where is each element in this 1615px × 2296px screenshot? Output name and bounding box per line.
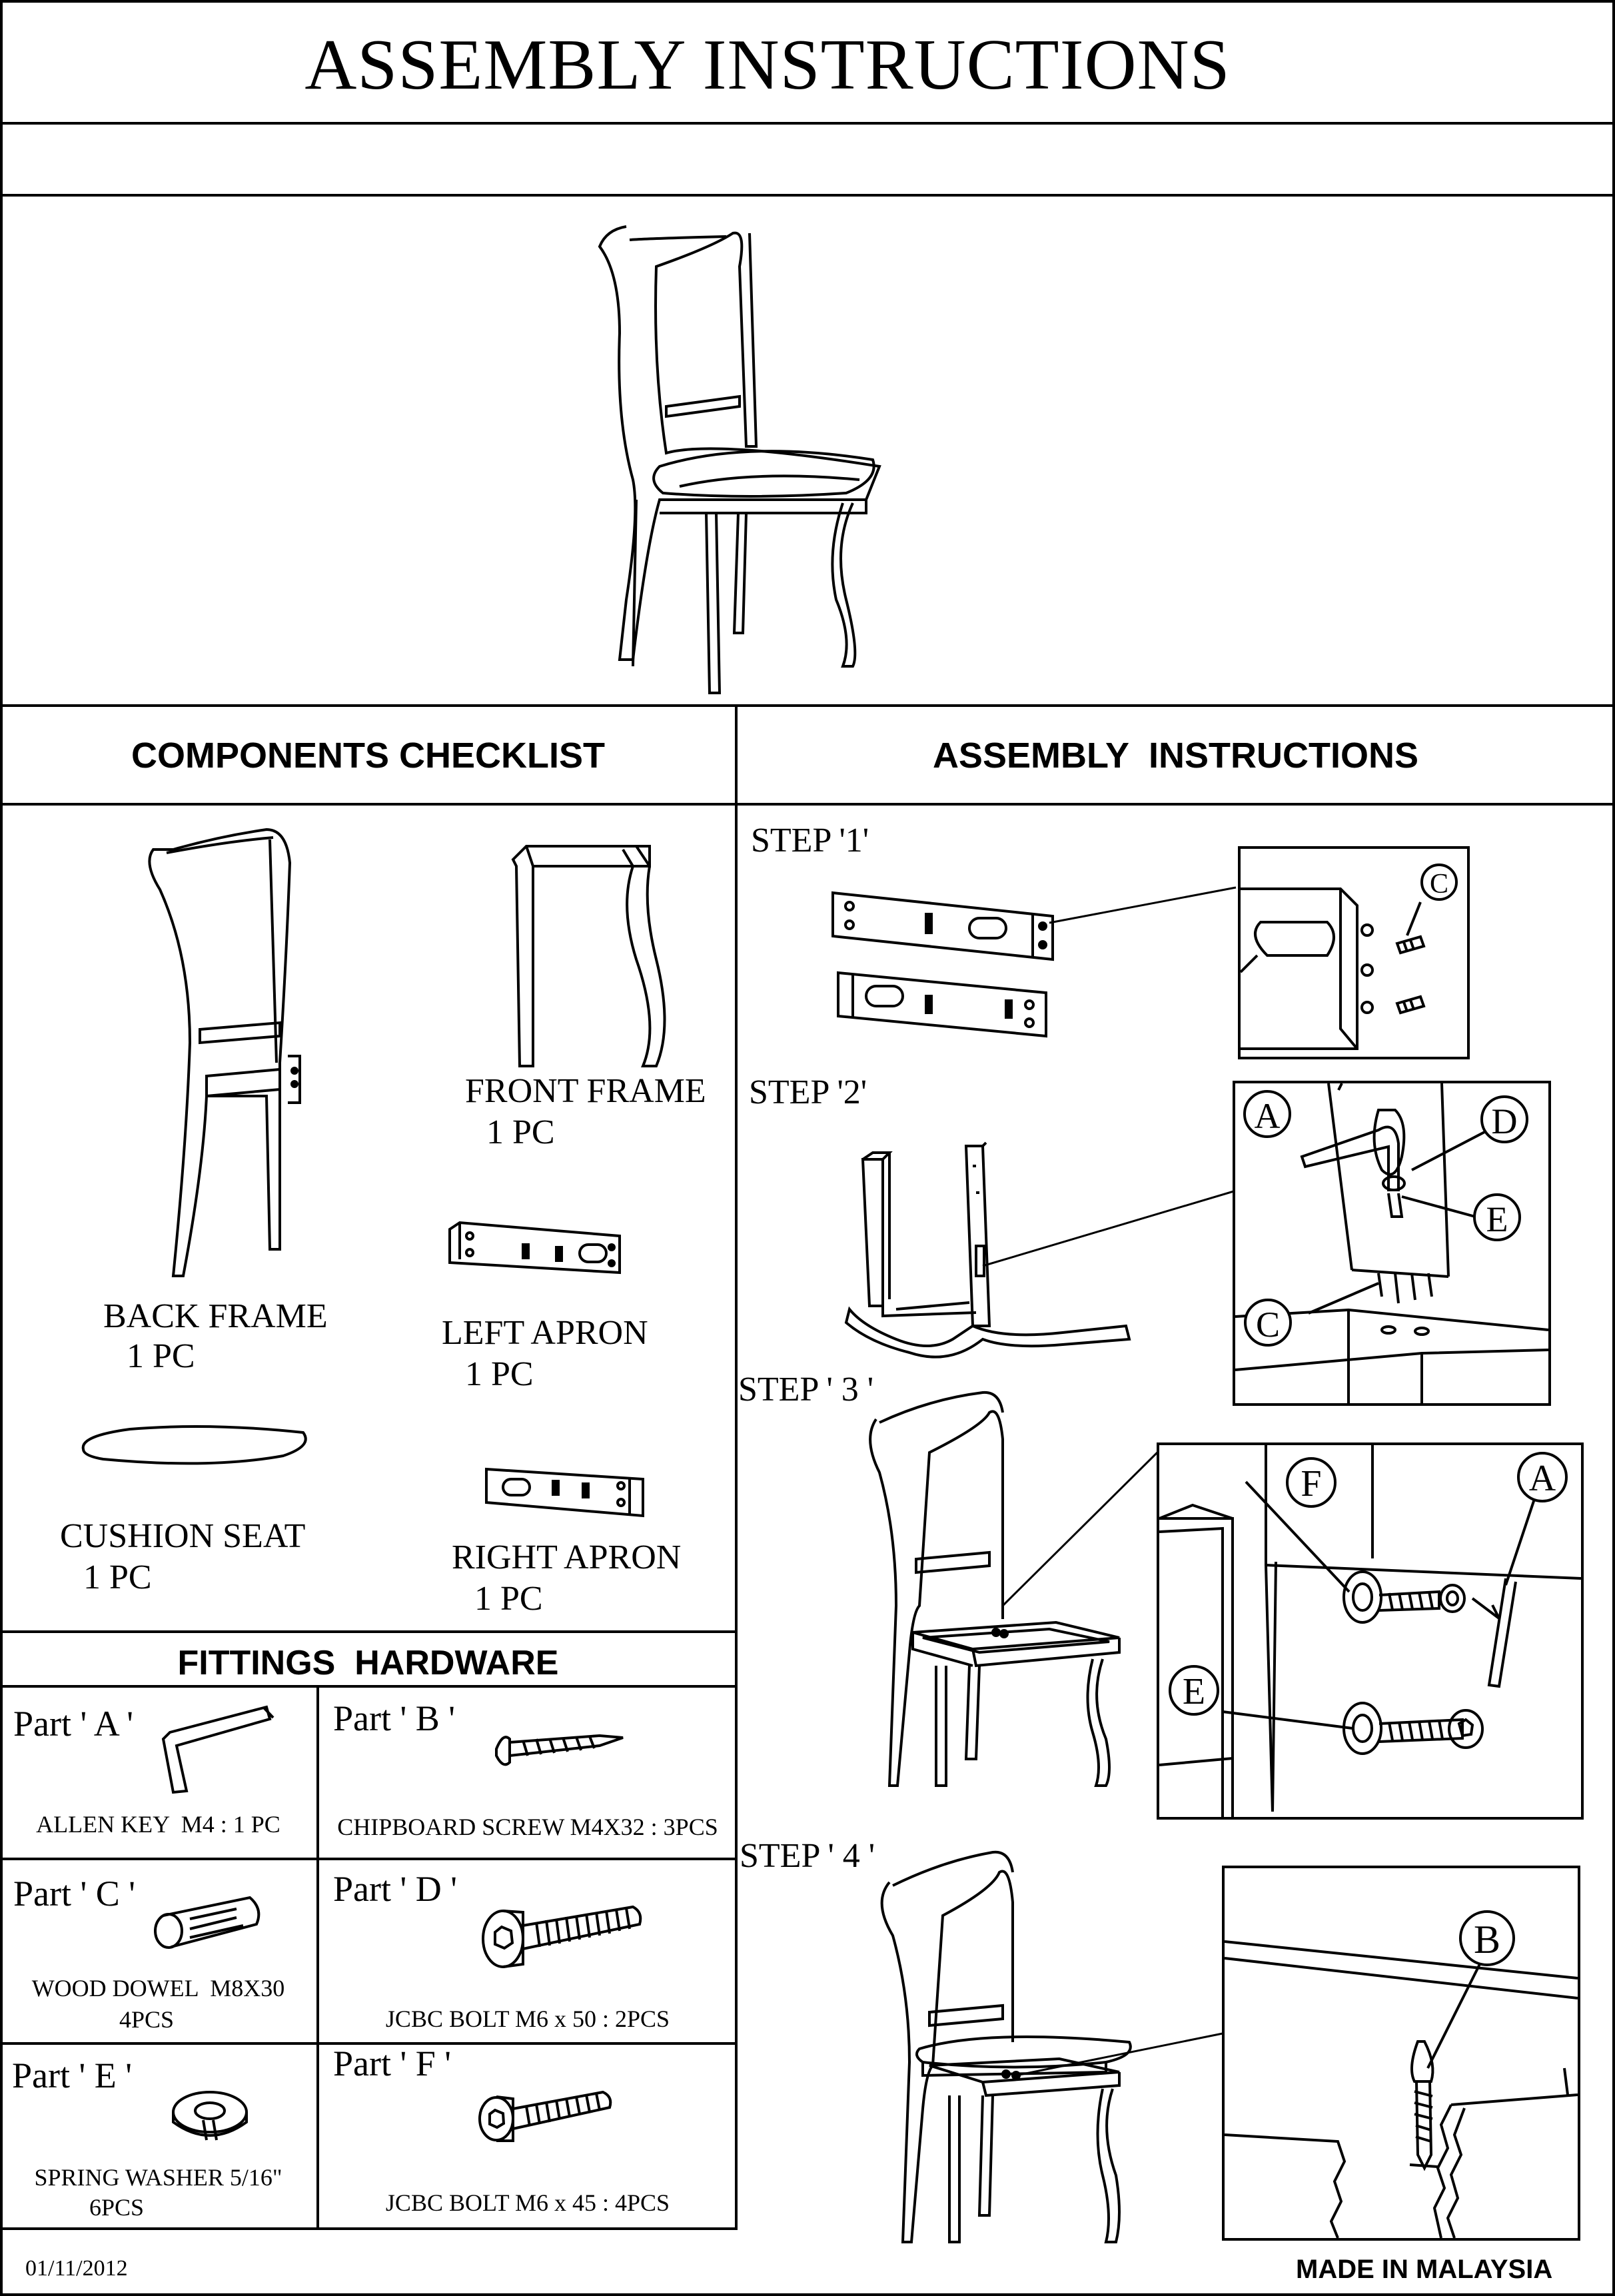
step-1-detail-box: C	[1238, 846, 1470, 1059]
part-c-desc: WOOD DOWEL M8X30	[31, 1975, 285, 2002]
step-2-callout-d: D	[1480, 1095, 1528, 1143]
right-apron-name: RIGHT APRON	[452, 1538, 682, 1576]
step-3-callout-e: E	[1169, 1665, 1219, 1716]
wood-dowel-icon	[150, 1892, 267, 1952]
step-3-callout-f: F	[1286, 1457, 1337, 1508]
rule-blank	[0, 194, 1615, 197]
footer-origin: MADE IN MALAYSIA	[1296, 2255, 1553, 2284]
step-2-callout-e: E	[1473, 1193, 1521, 1241]
right-apron-illustration	[483, 1462, 650, 1522]
part-b-desc: CHIPBOARD SCREW M4X32 : 3PCS	[337, 1814, 718, 1840]
step-2-label: STEP '2'	[749, 1073, 867, 1111]
right-apron-qty: 1 PC	[474, 1580, 543, 1618]
part-c-label: Part ' C '	[13, 1874, 135, 1914]
rule-section-heads	[0, 803, 1615, 806]
step-4-detail-box: B	[1222, 1866, 1580, 2241]
part-d-label: Part ' D '	[333, 1869, 457, 1909]
step-4-label: STEP ' 4 '	[740, 1837, 875, 1875]
rule-hardware-row2	[0, 2042, 736, 2045]
spring-washer-icon	[167, 2085, 253, 2145]
step-3-label: STEP ' 3 '	[738, 1371, 874, 1409]
rule-hardware-bottom	[0, 2227, 736, 2230]
components-heading: COMPONENTS CHECKLIST	[131, 736, 606, 776]
jcbc-bolt-d-icon	[476, 1892, 650, 1972]
step-1-label: STEP '1'	[751, 822, 869, 860]
column-divider	[735, 704, 738, 2230]
instructions-heading: ASSEMBLY INSTRUCTIONS	[932, 736, 1419, 776]
step-2-bolt-detail	[1235, 1083, 1548, 1403]
front-frame-illustration	[506, 840, 693, 1073]
rule-hero	[0, 704, 1615, 707]
rule-hardware-head	[0, 1685, 736, 1688]
cushion-seat-qty: 1 PC	[83, 1558, 152, 1596]
jcbc-bolt-f-icon	[473, 2082, 616, 2149]
step-3-chair-illustration	[856, 1386, 1136, 1799]
part-f-label: Part ' F '	[333, 2043, 451, 2083]
left-apron-qty: 1 PC	[465, 1355, 534, 1393]
step-3-leader-line	[1003, 1449, 1159, 1609]
step-1-aprons-illustration	[826, 886, 1073, 1059]
frame-right	[1612, 0, 1615, 2296]
part-b-label: Part ' B '	[333, 1698, 455, 1738]
step-3-detail-box: F A E	[1157, 1442, 1584, 1820]
part-f-desc: JCBC BOLT M6 x 45 : 4PCS	[385, 2189, 670, 2216]
step-1-leader-line	[1049, 886, 1236, 926]
cushion-seat-illustration	[77, 1419, 316, 1472]
part-e-qty: 6PCS	[89, 2194, 145, 2221]
step-1-callout-c: C	[1420, 863, 1458, 901]
footer-date: 01/11/2012	[25, 2256, 128, 2281]
step-3-bolt-detail	[1159, 1445, 1581, 1817]
step-2-detail-box: A D E C	[1233, 1081, 1551, 1406]
part-e-desc: SPRING WASHER 5/16"	[34, 2164, 282, 2191]
back-frame-illustration	[140, 823, 313, 1289]
frame-top	[0, 0, 1615, 3]
step-4-chair-illustration	[866, 1842, 1146, 2255]
step-4-leader-line	[1016, 2032, 1223, 2079]
left-apron-illustration	[446, 1219, 626, 1279]
rule-hardware-top	[0, 1630, 736, 1633]
allen-key-icon	[157, 1699, 276, 1799]
step-4-callout-b: B	[1459, 1910, 1515, 1966]
step-3-callout-a: A	[1517, 1452, 1568, 1502]
chipboard-screw-icon	[493, 1726, 626, 1772]
cushion-seat-name: CUSHION SEAT	[60, 1517, 306, 1555]
step-4-screw-detail	[1225, 1868, 1578, 2238]
part-a-label: Part ' A '	[13, 1704, 133, 1744]
part-e-label: Part ' E '	[12, 2055, 132, 2095]
front-frame-name: FRONT FRAME	[465, 1072, 706, 1110]
front-frame-qty: 1 PC	[486, 1113, 555, 1151]
step-2-callout-a: A	[1243, 1090, 1291, 1138]
frame-left	[0, 0, 3, 2296]
back-frame-name: BACK FRAME	[103, 1297, 328, 1335]
part-d-desc: JCBC BOLT M6 x 50 : 2PCS	[385, 2006, 670, 2032]
step-2-callout-c: C	[1244, 1299, 1292, 1347]
step-1-dowel-detail	[1241, 849, 1467, 1057]
page-title: ASSEMBLY INSTRUCTIONS	[304, 25, 1231, 105]
hardware-col-divider	[316, 1685, 319, 2230]
left-apron-name: LEFT APRON	[442, 1314, 648, 1352]
step-2-leader-line	[983, 1189, 1236, 1269]
rule-hardware-row1	[0, 1858, 736, 1860]
hero-chair-illustration	[580, 200, 899, 693]
frame-bottom	[0, 2293, 1615, 2296]
part-c-qty: 4PCS	[119, 2006, 175, 2033]
step-2-frame-illustration	[843, 1139, 1136, 1373]
hardware-heading: FITTINGS HARDWARE	[177, 1644, 559, 1682]
back-frame-qty: 1 PC	[127, 1337, 195, 1375]
part-a-desc: ALLEN KEY M4 : 1 PC	[36, 1811, 280, 1838]
rule-title	[0, 122, 1615, 125]
